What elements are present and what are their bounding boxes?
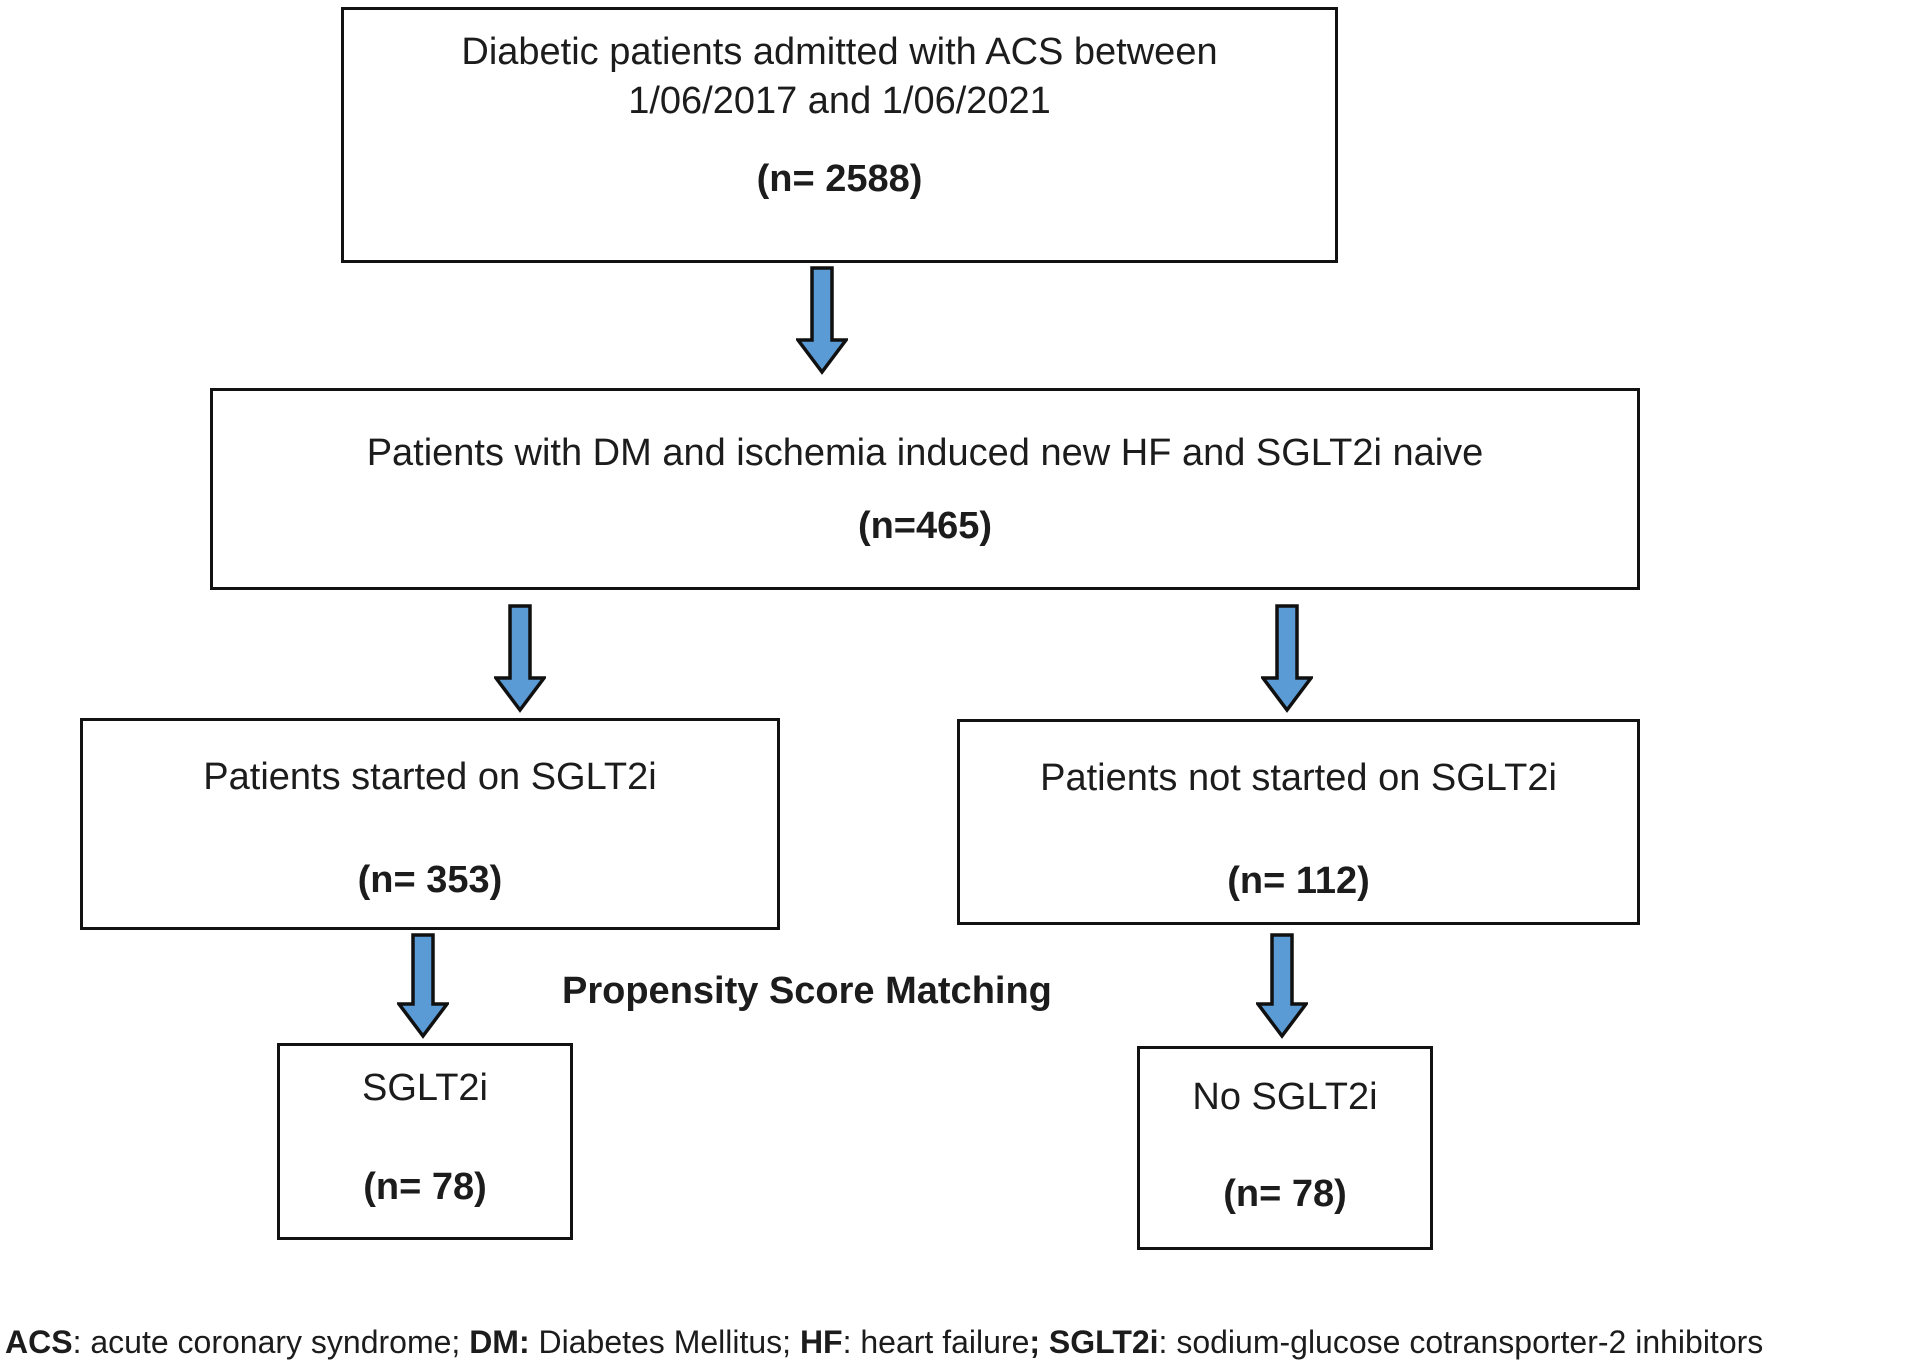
box-sglt2i-started-text: Patients started on SGLT2i <box>203 756 657 798</box>
box-screened-count: (n= 2588) <box>756 157 923 200</box>
down-arrow-shape <box>494 604 546 713</box>
box-eligible-patients: Patients with DM and ischemia induced ne… <box>210 388 1640 590</box>
down-arrow-shape <box>1261 604 1313 713</box>
box-sglt2i-not-started: Patients not started on SGLT2i (n= 112) <box>957 719 1640 925</box>
box-screened-text-line1: Diabetic patients admitted with ACS betw… <box>461 31 1218 73</box>
down-arrow-icon <box>397 933 449 1039</box>
box-sglt2i-not-started-text: Patients not started on SGLT2i <box>1040 757 1557 799</box>
box-matched-no-sglt2i-count: (n= 78) <box>1223 1173 1347 1216</box>
box-matched-no-sglt2i-text: No SGLT2i <box>1192 1076 1378 1118</box>
footnote-abbrev: DM: <box>469 1324 530 1360</box>
footnote-abbrev: HF <box>799 1324 843 1360</box>
footnote-definition: : heart failure <box>842 1324 1030 1360</box>
down-arrow-icon <box>1256 933 1308 1039</box>
box-matched-sglt2i: SGLT2i (n= 78) <box>277 1043 573 1240</box>
box-screened-patients: Diabetic patients admitted with ACS betw… <box>341 7 1338 263</box>
down-arrow-shape <box>796 266 848 375</box>
box-matched-sglt2i-text: SGLT2i <box>361 1067 488 1109</box>
box-matched-sglt2i-count: (n= 78) <box>363 1166 487 1209</box>
footnote-abbrev: ; SGLT2i <box>1029 1324 1159 1360</box>
down-arrow-shape <box>1256 933 1308 1039</box>
footnote-abbrev: ACS <box>5 1324 73 1360</box>
footnote-definition: : acute coronary syndrome; <box>72 1324 470 1360</box>
box-sglt2i-not-started-count: (n= 112) <box>1227 860 1370 903</box>
abbreviations-footnote: ACS: acute coronary syndrome; DM: Diabet… <box>5 1324 1763 1361</box>
down-arrow-shape <box>397 933 449 1039</box>
down-arrow-icon <box>796 266 848 375</box>
box-screened-text-line2: 1/06/2017 and 1/06/2021 <box>628 80 1051 123</box>
box-sglt2i-started: Patients started on SGLT2i (n= 353) <box>80 718 780 930</box>
propensity-score-matching-label: Propensity Score Matching <box>562 970 1052 1012</box>
box-eligible-text-line1: Patients with DM and ischemia induced ne… <box>366 432 1484 474</box>
box-sglt2i-started-count: (n= 353) <box>357 859 503 902</box>
box-matched-no-sglt2i: No SGLT2i (n= 78) <box>1137 1046 1433 1250</box>
footnote-definition: Diabetes Mellitus; <box>529 1324 800 1360</box>
box-eligible-count: (n=465) <box>857 505 993 548</box>
down-arrow-icon <box>1261 604 1313 713</box>
footnote-definition: : sodium-glucose cotransporter-2 inhibit… <box>1158 1324 1764 1360</box>
down-arrow-icon <box>494 604 546 713</box>
